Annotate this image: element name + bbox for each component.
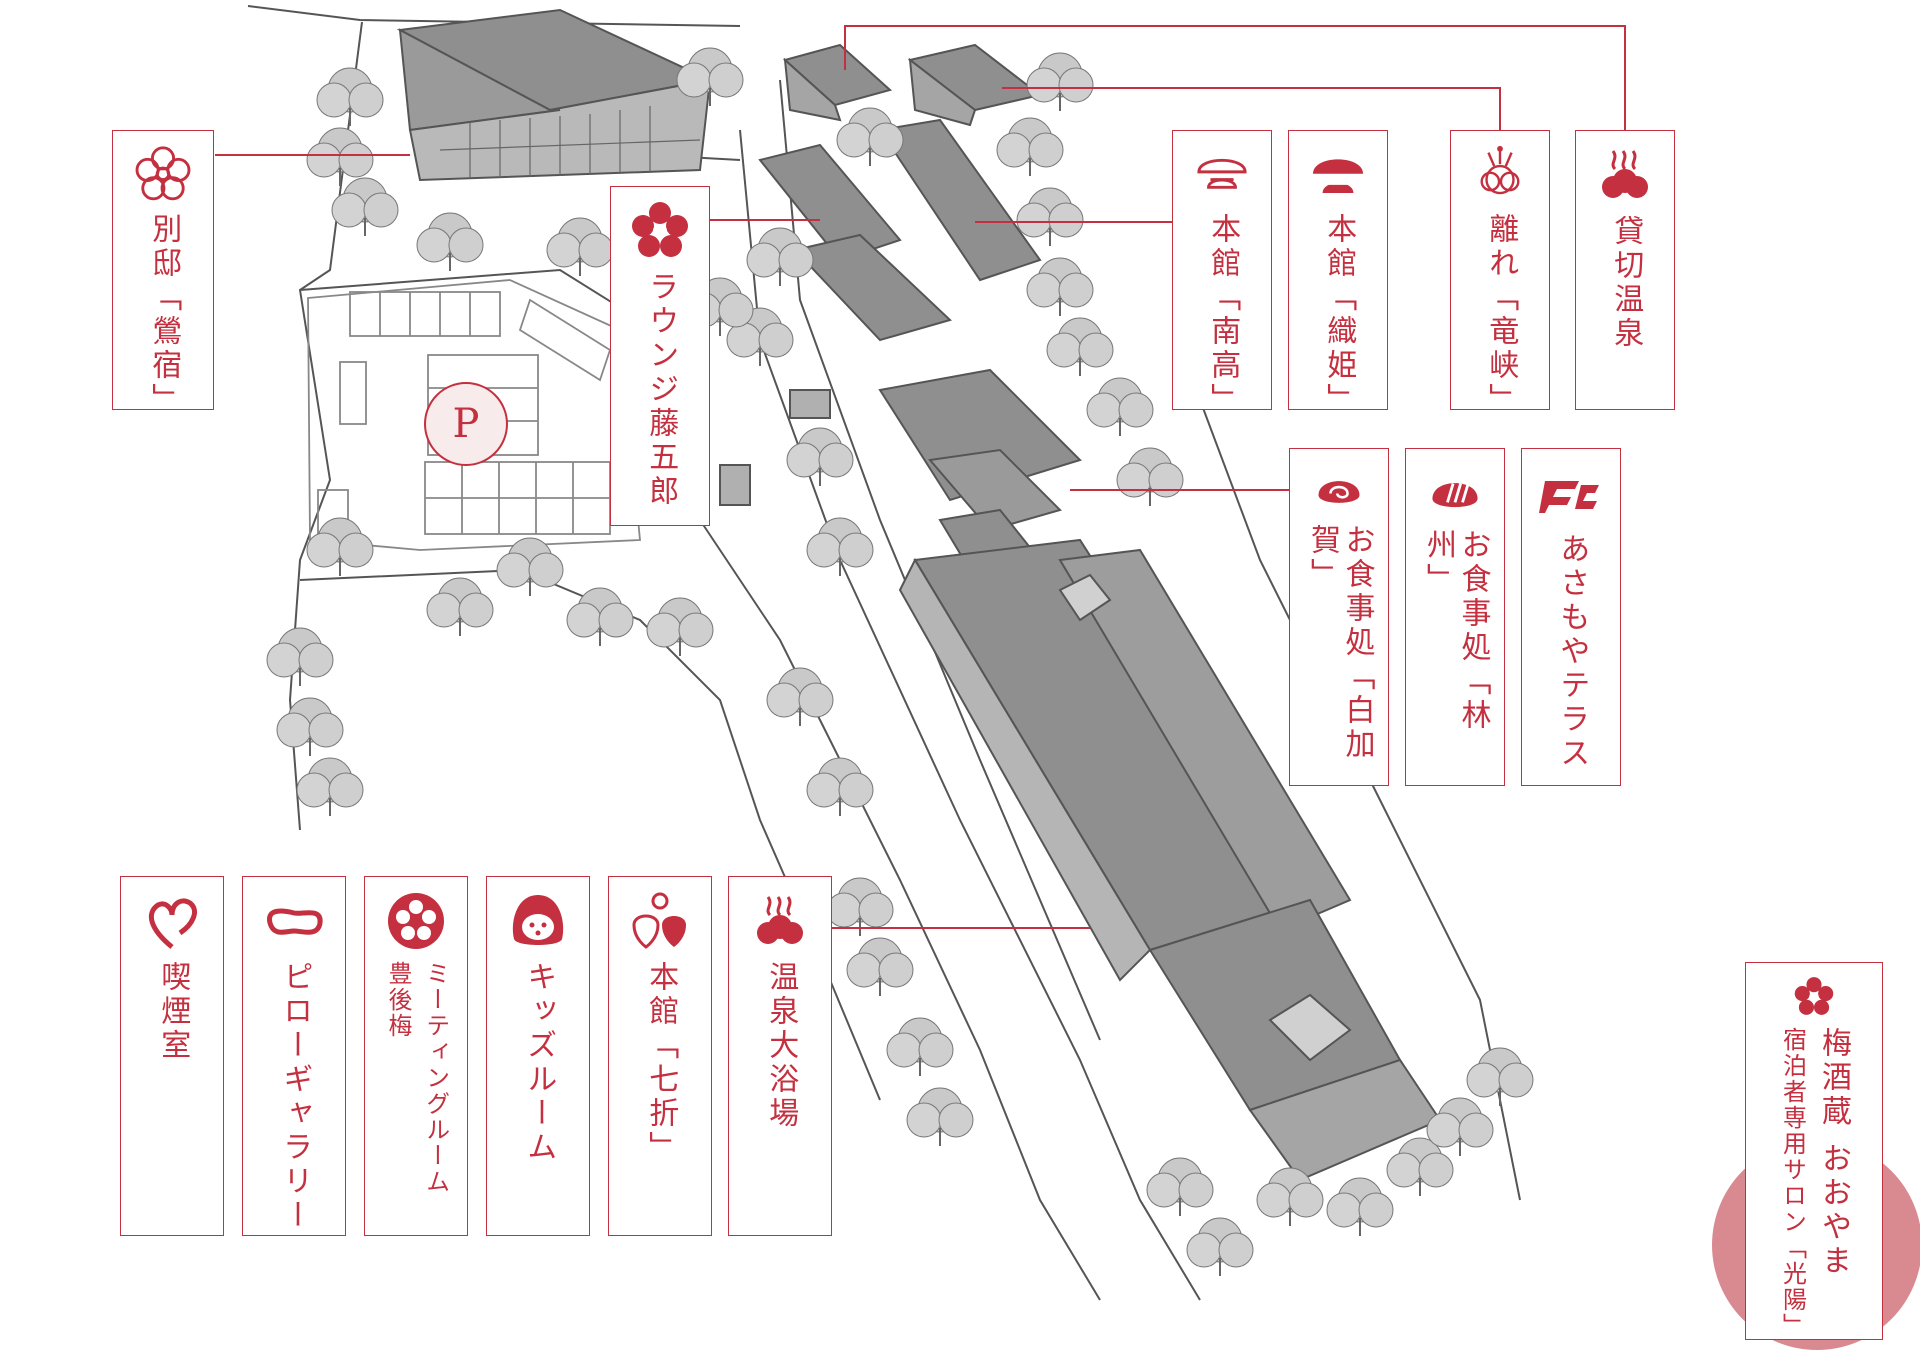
label-bettei-oshuku[interactable]: 別邸「鶯宿」 [112, 130, 214, 417]
plum-crest-icon [1794, 977, 1834, 1015]
label-subtext: 宿泊者専用サロン「光陽」 [1778, 1027, 1807, 1339]
building-bettei [396, 8, 714, 182]
label-text: あさもやテラス [1554, 533, 1590, 771]
label-onsen-daiyokujo[interactable]: 温泉大浴場 [728, 876, 832, 1236]
heart-leaf-icon [148, 898, 197, 949]
label-text: ミーティングルーム [421, 961, 450, 1195]
label-pillow-gallery[interactable]: ピローギャラリー [242, 876, 346, 1236]
label-text-group: 梅酒蔵 おおやま 宿泊者専用サロン「光陽」 [1778, 1027, 1852, 1339]
plum-blossom-filled-icon [632, 202, 688, 257]
label-text: ラウンジ藤五郎 [643, 271, 679, 509]
label-text: 喫煙室 [155, 961, 191, 1063]
label-text: 離れ「竜峡」 [1483, 212, 1519, 417]
plum-blossom-outline-icon [135, 146, 191, 201]
parking-marker: P [424, 382, 508, 466]
label-asamoya-terrace[interactable]: あさもやテラス [1521, 448, 1621, 786]
label-text: ピローギャラリー [277, 961, 313, 1233]
hot-spring-plum-icon [1602, 150, 1648, 198]
leader-lines [215, 25, 1626, 929]
ring-plum-icon [388, 893, 444, 949]
swirl-plum-icon [1318, 481, 1360, 503]
crest-flower-icon [1480, 145, 1520, 195]
label-honkan-nanaori[interactable]: 本館「七折」 [608, 876, 712, 1236]
label-shokujidokoro-shirakaga[interactable]: お食事処「白加賀」 [1289, 448, 1389, 786]
label-text: 温泉大浴場 [763, 961, 799, 1131]
building-central [758, 118, 1082, 572]
label-text: 貸切温泉 [1608, 215, 1644, 351]
building-main-long [898, 538, 1442, 1182]
label-hanare-ryukyo[interactable]: 離れ「竜峡」 [1450, 130, 1550, 417]
small-huts [719, 389, 831, 506]
label-honkan-orihime[interactable]: 本館「織姫」 [1288, 130, 1388, 417]
pillow-icon [267, 908, 323, 935]
label-text: 本館「織姫」 [1321, 212, 1357, 417]
label-text-group: ミーティングルーム 豊後梅 [383, 961, 450, 1195]
label-kashikiri-onsen[interactable]: 貸切温泉 [1575, 130, 1675, 410]
label-lounge-tougorou[interactable]: ラウンジ藤五郎 [610, 186, 710, 526]
label-meeting-room-bungoume[interactable]: ミーティングルーム 豊後梅 [364, 876, 468, 1236]
parking-symbol: P [452, 401, 480, 447]
label-text: 梅酒蔵 おおやま [1816, 1027, 1852, 1279]
chopsticks-plum-icon [1432, 483, 1478, 508]
hot-spring-plum-icon [757, 896, 803, 944]
pine-cloud-filled-icon [1312, 159, 1364, 194]
daruma-icon [512, 895, 564, 945]
building-north-pair [782, 43, 1043, 127]
label-text: お食事処「林州」 [1421, 529, 1491, 734]
twin-fruit-icon [632, 892, 686, 949]
label-text: お食事処「白加賀」 [1305, 523, 1375, 762]
terrace-logo-icon [1539, 481, 1599, 513]
label-umeshugura-ooyama[interactable]: 梅酒蔵 おおやま 宿泊者専用サロン「光陽」 [1745, 962, 1883, 1340]
label-honkan-nanko[interactable]: 本館「南高」 [1172, 130, 1272, 417]
buildings [396, 8, 1442, 1182]
label-text: 本館「南高」 [1205, 212, 1241, 417]
pine-cloud-outline-icon [1197, 159, 1247, 189]
label-shokujidokoro-rinshu[interactable]: お食事処「林州」 [1405, 448, 1505, 786]
label-text: 別邸「鶯宿」 [146, 212, 182, 417]
label-subtext: 豊後梅 [384, 961, 412, 1039]
label-kids-room[interactable]: キッズルーム [486, 876, 590, 1236]
label-text: キッズルーム [521, 961, 557, 1165]
label-text: 本館「七折」 [643, 961, 679, 1165]
label-smoking-room[interactable]: 喫煙室 [120, 876, 224, 1236]
parking-spaces [317, 291, 612, 551]
